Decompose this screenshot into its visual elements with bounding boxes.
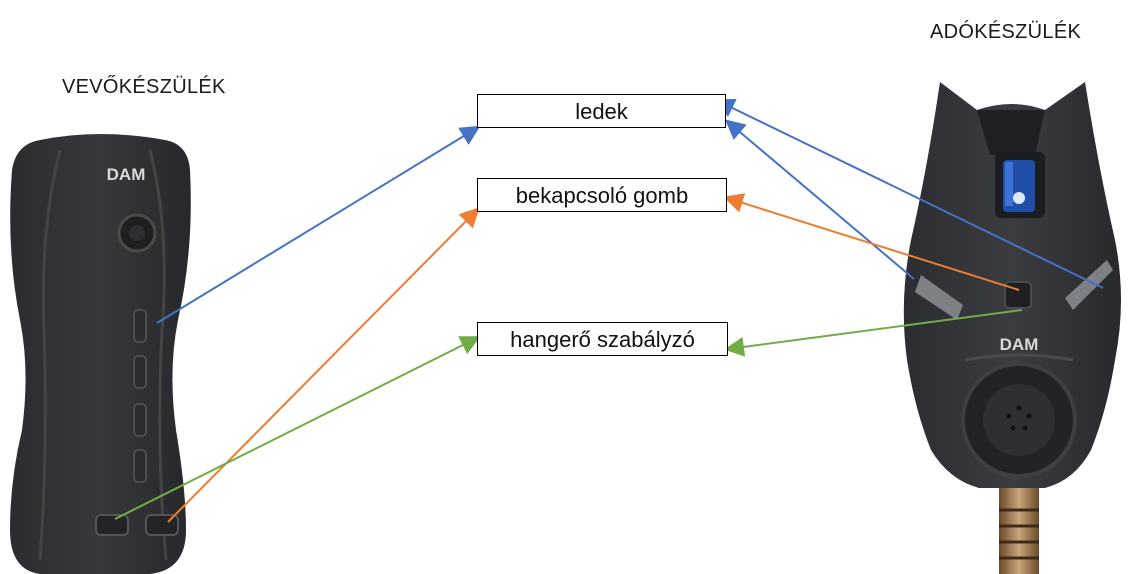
receiver-volume-button bbox=[95, 514, 129, 536]
receiver-logo: DAM bbox=[107, 165, 146, 184]
leds-label-box: ledek bbox=[477, 94, 726, 128]
transmitter-device: DAM bbox=[903, 82, 1121, 574]
power-arrow-from-transmitter bbox=[723, 193, 1020, 291]
transmitter-logo: DAM bbox=[1000, 335, 1039, 354]
receiver-led-3 bbox=[133, 403, 147, 437]
leds-arrow-from-receiver bbox=[156, 125, 481, 324]
transmitter-bolt bbox=[999, 488, 1039, 574]
receiver-led-2 bbox=[133, 355, 147, 389]
leds-arrow-from-transmitter-right bbox=[714, 98, 1104, 289]
volume-control-label-box: hangerő szabályzó bbox=[477, 322, 728, 356]
transmitter-left-led bbox=[915, 275, 963, 320]
receiver-device: DAM bbox=[10, 134, 191, 574]
receiver-led-1 bbox=[133, 309, 147, 343]
volume-arrow-from-transmitter bbox=[724, 309, 1023, 357]
receiver-led-4 bbox=[133, 449, 147, 483]
transmitter-title: ADÓKÉSZÜLÉK bbox=[930, 21, 1082, 43]
transmitter-right-led bbox=[1065, 260, 1113, 310]
power-arrow-from-receiver bbox=[167, 207, 480, 523]
power-button-label-box: bekapcsoló gomb bbox=[477, 178, 727, 212]
receiver-title: VEVŐKÉSZÜLÉK bbox=[62, 76, 226, 98]
volume-arrow-from-receiver bbox=[114, 336, 481, 520]
leds-arrow-from-transmitter-left bbox=[724, 119, 915, 280]
